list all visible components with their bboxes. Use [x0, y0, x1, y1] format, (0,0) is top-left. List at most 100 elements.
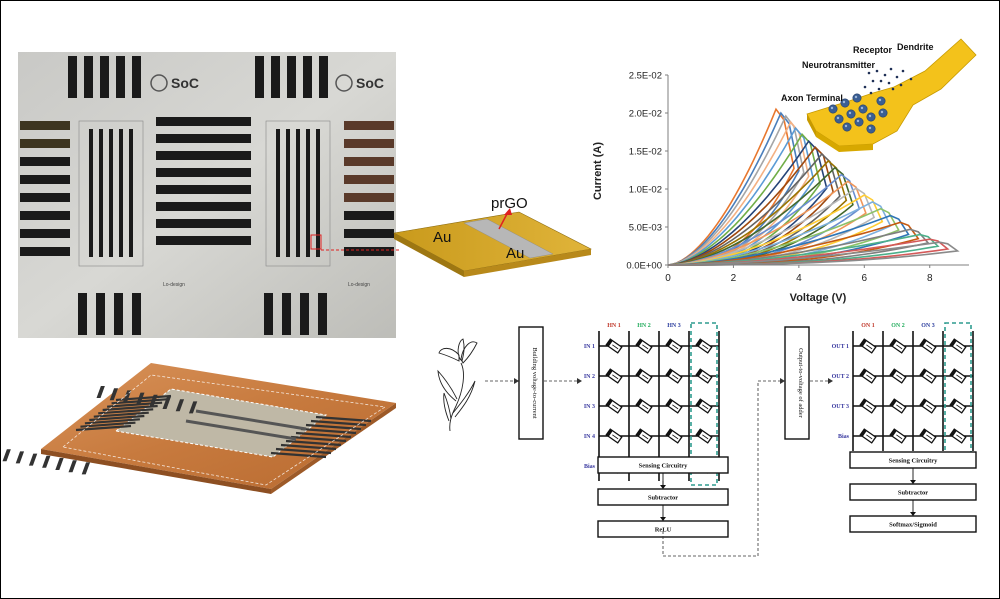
- bond-pad: [156, 134, 251, 143]
- input-converter-box: [518, 326, 544, 440]
- neuron-edge: [816, 131, 873, 152]
- pcb-trace: [305, 423, 362, 431]
- pcb-trace: [2, 449, 11, 462]
- crossbar-column-label: ON 3: [921, 323, 935, 329]
- chart-curves: [667, 107, 960, 266]
- iris-flower-icon: [437, 338, 478, 432]
- input-converter-label: Building voltage-to-current: [531, 347, 538, 418]
- crossbar-column-label: HN 2: [637, 323, 651, 329]
- arrowhead: [828, 378, 833, 384]
- memristor-icon: [889, 398, 907, 414]
- vesicle: [878, 108, 888, 118]
- pcb-trace: [295, 431, 352, 439]
- memristor-inner: [612, 374, 619, 380]
- pcb-edge: [41, 449, 271, 494]
- x-axis-label: Voltage (V): [790, 292, 847, 304]
- neurotransmitter-dot: [899, 83, 903, 87]
- memristor-band: [860, 369, 867, 377]
- memristor-inner: [956, 434, 963, 440]
- memristor-icon: [949, 338, 967, 354]
- prgo-layer: [463, 218, 554, 259]
- vesicles: [828, 93, 888, 134]
- memristor-inner: [896, 344, 903, 350]
- pcb-trace: [15, 451, 25, 464]
- bond-pad: [84, 56, 93, 98]
- memristor-inner: [612, 434, 619, 440]
- pcb-trace: [315, 415, 372, 423]
- crossbar-row-label: Bias: [838, 434, 850, 440]
- memristor-icon: [605, 338, 623, 354]
- processing-block-label: Softmax/Sigmoid: [889, 522, 937, 529]
- memristor-inner: [672, 404, 679, 410]
- memristor-icon: [949, 428, 967, 444]
- pcb-trace: [285, 439, 342, 447]
- pcb-outline: [62, 374, 387, 486]
- chip-logo-right: SoC: [335, 74, 384, 92]
- processing-block-label: Subtractor: [898, 490, 928, 497]
- hidden-converter-label: Output-to-voltage of adder: [797, 348, 804, 419]
- chip-photo: SoC SoC Lo-design Lo-design: [18, 52, 399, 338]
- memristor-icon: [889, 368, 907, 384]
- crossbar-row-label: OUT 1: [832, 344, 849, 350]
- crossbar-column-label: HN 1: [607, 323, 621, 329]
- chip-pads: [20, 56, 394, 335]
- memristor-band: [920, 429, 927, 437]
- device-line: [119, 129, 123, 257]
- memristor-inner: [642, 434, 649, 440]
- x-tick-label: 6: [862, 273, 868, 284]
- neuron-illustration: Receptor Dendrite Neurotransmitter Axon …: [781, 38, 977, 152]
- memristor-icon: [919, 368, 937, 384]
- vesicle-highlight: [844, 124, 848, 128]
- crossbar-row-label: IN 2: [584, 374, 595, 380]
- memristor-icon: [859, 368, 877, 384]
- arrowhead: [910, 512, 916, 516]
- memristor-inner: [672, 434, 679, 440]
- memristor-inner: [642, 404, 649, 410]
- leaf: [437, 369, 458, 402]
- memristor-band: [666, 369, 673, 377]
- pcb-trace: [162, 397, 171, 409]
- y-axis-label: Current (A): [592, 142, 604, 200]
- memristor-inner: [672, 344, 679, 350]
- dendrite-label: Dendrite: [897, 42, 934, 52]
- pcb-trace: [80, 421, 136, 428]
- memristor-band: [696, 369, 703, 377]
- vesicle: [854, 117, 864, 127]
- petal: [457, 338, 465, 362]
- pcb-trace: [84, 418, 140, 425]
- arrowhead: [577, 378, 582, 384]
- axon-terminal-label: Axon Terminal: [781, 93, 843, 103]
- bond-pad: [156, 168, 251, 177]
- memristor-band: [636, 369, 643, 377]
- crossbar-row-label: IN 3: [584, 404, 595, 410]
- bond-pad: [132, 56, 141, 98]
- y-tick-label: 1.5E-02: [629, 147, 662, 158]
- memristor-band: [696, 429, 703, 437]
- memristor-inner: [956, 374, 963, 380]
- memristor-inner: [896, 434, 903, 440]
- memristor-inner: [866, 374, 873, 380]
- crossbar-row-label: OUT 2: [832, 374, 849, 380]
- y-tick-label: 1.0E-02: [629, 185, 662, 196]
- pcb-trace: [68, 460, 77, 473]
- electrode-right-label: Au: [506, 245, 524, 262]
- pcb-trace: [122, 390, 132, 403]
- neurotransmitter-dot: [887, 81, 891, 85]
- bond-pad: [20, 211, 70, 220]
- memristor-band: [920, 369, 927, 377]
- memristor-band: [920, 339, 927, 347]
- electrode-left-label: Au: [433, 229, 451, 246]
- device-line: [316, 129, 320, 257]
- arrowhead: [780, 378, 785, 384]
- memristor-icon: [859, 398, 877, 414]
- bond-pad: [300, 293, 309, 335]
- device-line: [296, 129, 300, 257]
- bond-pad: [255, 56, 264, 98]
- vesicle: [834, 114, 844, 124]
- memristor-icon: [919, 338, 937, 354]
- processing-block-label: ReLU: [655, 527, 672, 534]
- device-region: [265, 120, 331, 267]
